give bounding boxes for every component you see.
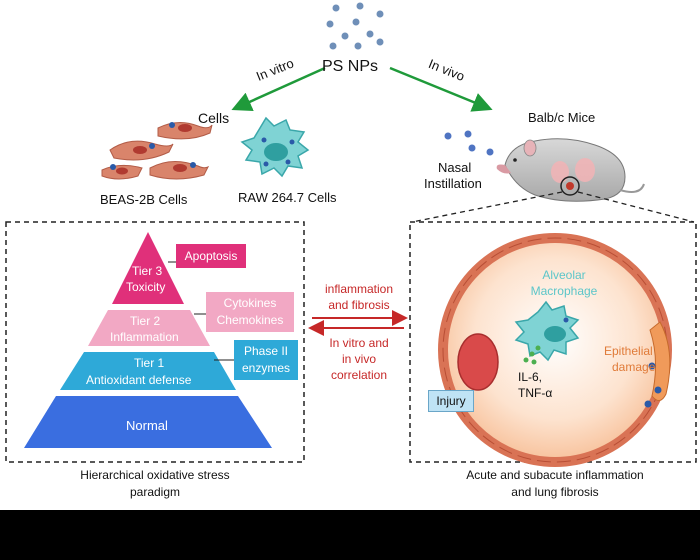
nanoparticle-cluster-icon	[326, 2, 384, 50]
alveolus-caption-line1: Acute and subacute inflammation	[466, 468, 644, 482]
cytokine-dots-icon	[523, 345, 541, 365]
inflammation-label-line2: and fibrosis	[328, 298, 390, 312]
tier3-title: Tier 3	[132, 264, 163, 278]
pyramid-normal-layer	[24, 396, 272, 448]
cytokine-label-line2: TNF-α	[518, 386, 553, 400]
epithelial-label-line2: damage	[612, 360, 656, 374]
beas-2b-label: BEAS-2B Cells	[100, 192, 188, 207]
epithelial-label-line1: Epithelial	[604, 344, 653, 358]
cytokine-label-line1: IL-6,	[518, 370, 543, 384]
route-label-line1: Nasal	[438, 160, 472, 175]
normal-layer-label: Normal	[126, 418, 168, 433]
tier3-subtitle: Toxicity	[126, 280, 166, 294]
figure-panel: PS NPs In vitro In vivo Cells BEAS-2B Ce…	[0, 0, 700, 510]
pyramid-tier1-layer	[60, 352, 236, 390]
pyramid-tier3-layer	[112, 232, 184, 304]
pyramid-caption-line2: paradigm	[129, 485, 181, 499]
raw-264-7-label: RAW 264.7 Cells	[238, 190, 337, 205]
pyramid-caption-line1: Hierarchical oxidative stress	[80, 468, 230, 482]
cells-heading: Cells	[198, 110, 230, 126]
phase2-tag-line2: enzymes	[241, 361, 291, 375]
phase2-tag-line1: Phase II	[243, 344, 289, 358]
tier2-subtitle: Inflammation	[110, 330, 179, 344]
tier1-subtitle: Antioxidant defense	[86, 373, 192, 387]
instillation-particles-icon	[444, 130, 494, 156]
cytokines-tag-line1: Cytokines	[223, 296, 277, 310]
diagram-graphics	[5, 2, 697, 467]
ps-nps-title: PS NPs	[322, 58, 379, 75]
tier2-title: Tier 2	[130, 314, 161, 328]
stress-pyramid	[24, 232, 272, 448]
injury-tag: Injury	[428, 390, 474, 412]
macrophage-label-line2: Macrophage	[530, 284, 598, 298]
in-vitro-arrow	[231, 66, 326, 111]
zoom-line-left	[411, 191, 563, 223]
zoom-line-right	[577, 191, 695, 223]
apoptosis-tag: Apoptosis	[176, 244, 246, 268]
injury-site-icon	[457, 333, 499, 391]
macrophage-label-line1: Alveolar	[542, 268, 586, 282]
pyramid-tier2-layer	[88, 310, 210, 346]
cytokines-tag-line2: Chemokines	[216, 313, 284, 327]
inflammation-label-line1: inflammation	[324, 282, 394, 296]
correlation-label-line1: In vitro and	[329, 336, 389, 350]
phase2-tag: Phase II enzymes	[234, 340, 298, 380]
pyramid-dashed-box	[5, 221, 305, 463]
beas-2b-cells-icon	[101, 122, 213, 180]
correlation-label-line2: in vivo	[341, 352, 376, 366]
mouse-icon	[496, 138, 645, 202]
balb-c-mice-heading: Balb/c Mice	[528, 110, 596, 125]
raw-264-7-cell-icon	[240, 116, 310, 178]
alveolus-caption-line2: and lung fibrosis	[511, 485, 599, 499]
route-label-line2: Instillation	[424, 176, 482, 191]
alveolar-macrophage-icon	[514, 300, 580, 362]
in-vivo-arrow	[389, 66, 493, 112]
tier1-title: Tier 1	[134, 356, 165, 370]
cytokines-tag: Cytokines Chemokines	[206, 292, 294, 332]
correlation-label-line3: correlation	[330, 368, 388, 382]
